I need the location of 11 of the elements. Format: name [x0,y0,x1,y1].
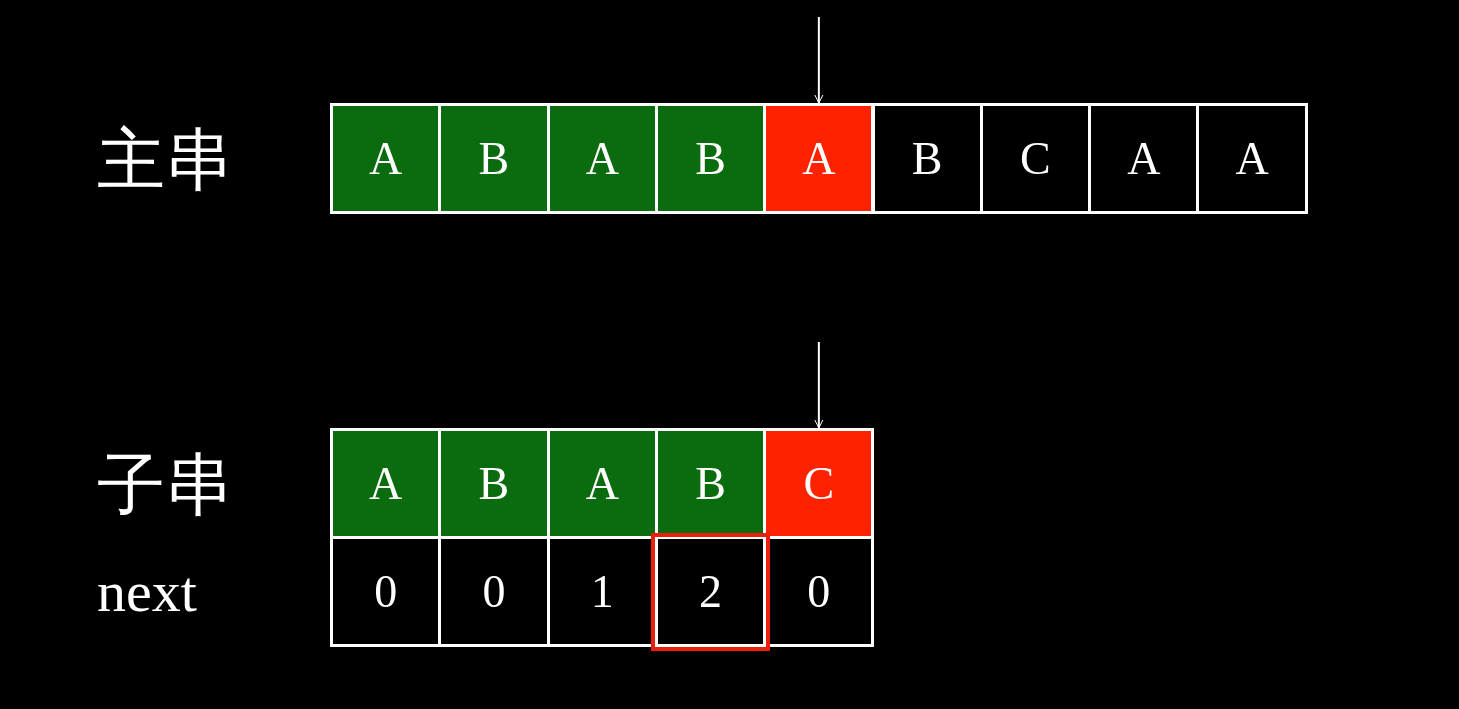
arrow [814,16,824,104]
letter-cell: C [763,428,875,539]
row-label: 主串 [97,126,233,194]
letter-cell: B [438,428,550,539]
letter-cell: B [871,103,983,214]
arrow [814,341,824,429]
row-label: 子串 [97,451,233,519]
letter-cell: A [1196,103,1308,214]
row-label: next [97,563,197,621]
letter-cell: A [763,103,875,214]
letter-cell: B [438,103,550,214]
